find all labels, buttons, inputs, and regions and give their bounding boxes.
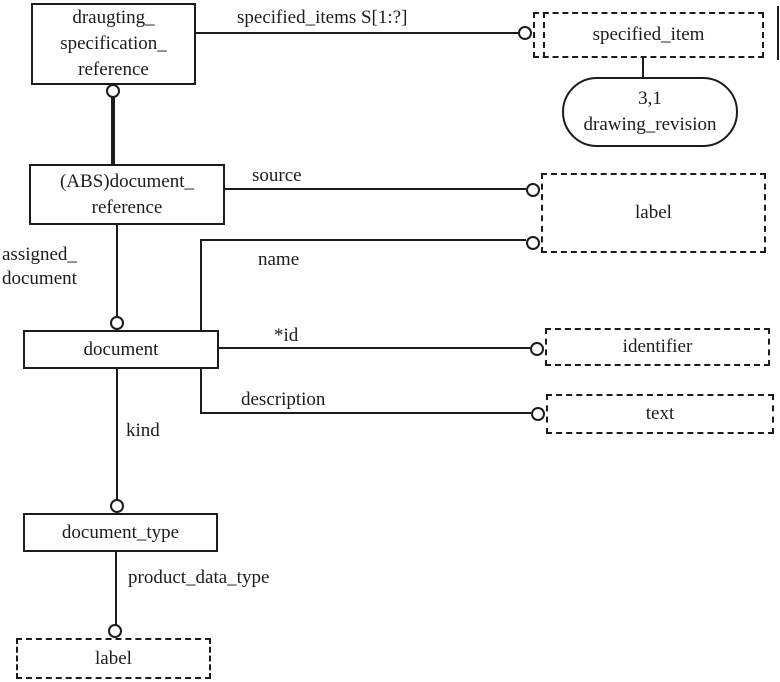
- type-label: label: [95, 647, 132, 669]
- relationship-end-circle-id: [530, 342, 544, 356]
- entity-document: document: [23, 330, 219, 369]
- relationship-line-product-data-type: [115, 552, 117, 625]
- page-edge-artifact: [777, 6, 779, 60]
- relationship-end-circle-kind: [110, 499, 124, 513]
- entity-label: document_type: [61, 521, 180, 543]
- relationship-end-circle-specified-items: [518, 26, 532, 40]
- type-label: label: [635, 202, 672, 223]
- relationship-label-line: assigned_: [2, 244, 77, 265]
- relationship-label-line: document: [2, 268, 77, 289]
- relationship-label-kind: kind: [126, 420, 160, 441]
- relationship-label-assigned-document: assigned_ document: [2, 243, 77, 291]
- entity-label-line: (ABS)document_: [59, 170, 195, 192]
- entity-label-line: draugting_: [72, 7, 155, 28]
- page-reference-connector-line: [642, 58, 644, 78]
- relationship-line-name-vertical: [200, 239, 202, 330]
- type-label-bottom: label: [16, 638, 211, 679]
- relationship-label-id: *id: [274, 325, 299, 346]
- entity-label-line: reference: [78, 59, 149, 80]
- page-reference-drawing-revision: 3,1 drawing_revision: [562, 77, 738, 147]
- relationship-label-name: name: [258, 249, 300, 270]
- relationship-end-circle-source: [526, 183, 540, 197]
- page-reference-name: drawing_revision: [583, 114, 717, 135]
- relationship-line-kind: [116, 369, 118, 500]
- relationship-end-circle-description: [531, 407, 545, 421]
- select-type-inner-line: [543, 12, 545, 58]
- relationship-label-product-data-type: product_data_type: [128, 567, 270, 588]
- relationship-end-circle-assigned-document: [110, 316, 124, 330]
- type-identifier: identifier: [545, 328, 770, 366]
- entity-abs-document-reference: (ABS)document_ reference: [29, 164, 225, 225]
- supertype-circle: [106, 84, 120, 98]
- relationship-line-source: [225, 188, 526, 190]
- select-type-specified-item: specified_item: [533, 12, 764, 58]
- relationship-line-description-vertical: [200, 369, 202, 414]
- entity-document-type: document_type: [23, 513, 218, 552]
- relationship-line-specified-items: [196, 32, 518, 34]
- page-reference-number: 3,1: [638, 88, 662, 109]
- relationship-label-description: description: [241, 389, 326, 410]
- entity-label-line: specification_: [60, 33, 167, 54]
- supertype-thick-line: [111, 97, 115, 165]
- entity-label-line: reference: [91, 196, 163, 218]
- relationship-line-name-horizontal: [200, 239, 526, 241]
- entity-label: document: [83, 338, 159, 360]
- type-label: identifier: [622, 336, 693, 357]
- relationship-label-specified-items: specified_items S[1:?]: [237, 7, 408, 28]
- type-label: specified_item: [592, 24, 705, 45]
- type-label: text: [645, 403, 675, 424]
- relationship-end-circle-product-data-type: [108, 624, 122, 638]
- entity-draughting-specification-reference: draugting_ specification_ reference: [31, 3, 196, 85]
- type-text: text: [546, 394, 774, 434]
- relationship-end-circle-name: [526, 236, 540, 250]
- relationship-line-assigned-document: [116, 225, 118, 317]
- relationship-label-source: source: [252, 165, 302, 186]
- type-label-top: label: [541, 173, 766, 253]
- relationship-line-description-horizontal: [200, 412, 531, 414]
- relationship-line-id: [219, 347, 530, 349]
